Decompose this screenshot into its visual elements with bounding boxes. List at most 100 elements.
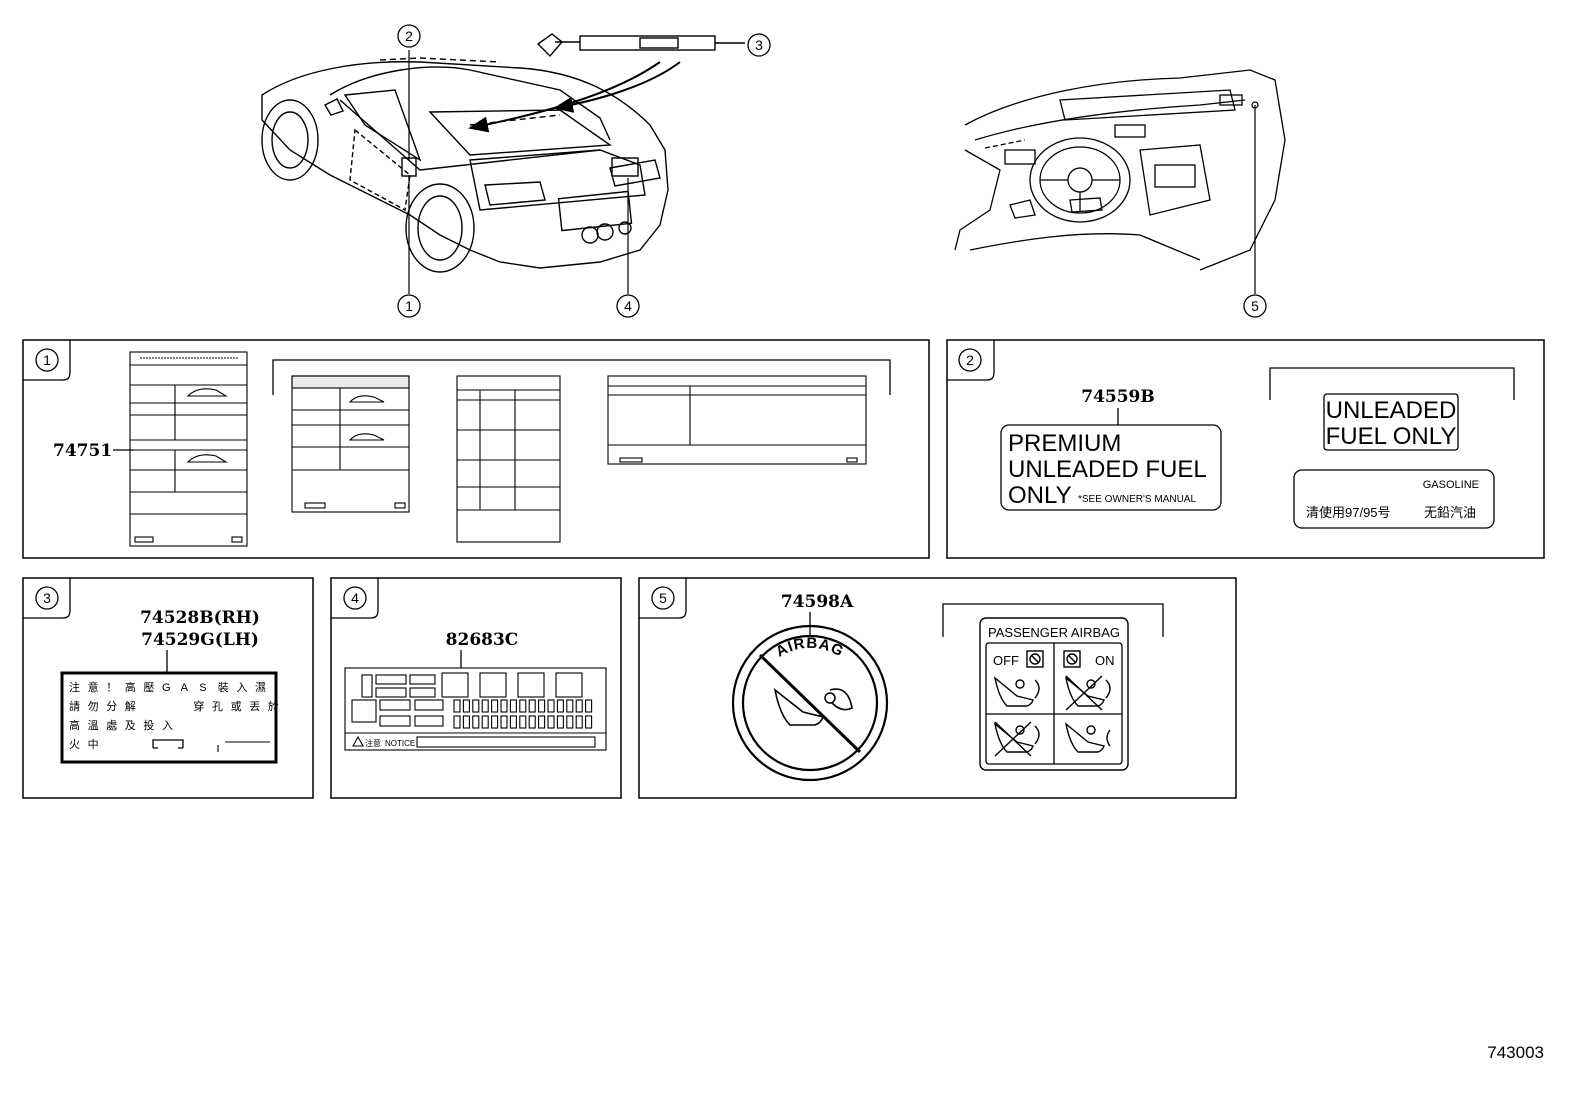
warning-char: 火 [69,739,80,751]
premium-line-2: UNLEADED FUEL [1008,456,1207,483]
fuse-slot [453,699,461,713]
svg-text:2: 2 [405,28,413,44]
figure-id: 743003 [1487,1043,1544,1062]
svg-text:4: 4 [624,298,632,314]
fuse-slot [500,699,508,713]
panel-2: 2 74559B PREMIUM UNLEADED FUEL ONLY *SEE… [946,339,1545,559]
warning-char: 分 [106,700,117,713]
fuse-slot [556,699,564,713]
warning-char: 及 [125,720,136,732]
unleaded-line-1: UNLEADED [1326,397,1457,424]
warning-char: 高 [125,680,136,694]
part-number-82683c: 82683C [446,630,519,650]
panel-4-callout: 4 [351,590,359,606]
warning-char: 入 [236,682,247,694]
fuse-slot [453,715,461,729]
tire-info-label-3 [456,375,561,543]
fuse-slot [575,699,583,713]
tire-info-label-2 [291,375,410,513]
fuse-slot [585,715,593,729]
warning-char: 處 [106,718,117,732]
tire-info-label-4 [607,375,867,465]
car-rear-view-drawing [261,57,669,273]
fuse-slot [519,715,527,729]
part-number-74559b: 74559B [1081,387,1155,407]
pointer-arrows [468,61,681,133]
fuse-slot [547,699,555,713]
airbag-seal-text: AIRBAG [773,635,847,661]
fuse-slot [547,715,555,729]
pax-off-text: OFF [993,653,1019,668]
unleaded-line-2: FUEL ONLY [1326,423,1457,450]
fuse-slot [519,699,527,713]
fuse-notice-label [344,667,607,751]
warning-char: ！ [106,682,117,694]
panel-1: 1 74751 [22,339,930,559]
panel-4: 4 82683C 注意 NOTICE [330,577,622,799]
callout-4: 4 [616,294,640,318]
warning-char: 裝 [218,681,229,694]
fuse-slot [538,699,546,713]
callout-5: 5 [1243,294,1267,318]
warning-char: 勿 [88,700,99,713]
warning-char: 高 [69,718,80,732]
fuse-slot [481,715,489,729]
callout-leaders-car [408,50,629,294]
notice-en-text: NOTICE [385,739,415,748]
warning-char: 溫 [88,718,99,732]
owners-manual-note: *SEE OWNER'S MANUAL [1078,494,1196,505]
panel-5: 5 74598A AIRBAG PASSENGER AIRBAG OFF ON [638,577,1237,799]
gasoline-header: GASOLINE [1423,479,1479,491]
fuse-slot [575,715,583,729]
fuse-slot [566,715,574,729]
warning-char: 孔 [212,700,223,713]
fuse-slot [566,699,574,713]
callout-3: 3 [747,33,771,57]
callout-1: 1 [397,294,421,318]
fuse-slot [491,699,499,713]
fuse-slot [481,699,489,713]
gasoline-left-text: 清使用97/95号 [1306,505,1391,520]
warning-char: 投 [143,718,154,732]
fuse-slot [528,699,536,713]
callout-2: 2 [397,24,421,48]
warning-char: 丟 [249,701,260,713]
warning-char: 於 [268,699,279,713]
unleaded-fuel-only-label: UNLEADED FUEL ONLY [1323,393,1459,451]
svg-text:3: 3 [755,37,763,53]
premium-line-3: ONLY [1008,482,1072,509]
warning-char: 或 [231,700,242,713]
callout-leaders-dash [1251,101,1259,294]
warning-char: A [181,682,189,694]
fuse-slot [509,715,517,729]
warning-char: 濕 [255,681,266,694]
svg-text:5: 5 [1251,298,1259,314]
fuse-slot [472,715,480,729]
warning-char: 請 [69,699,80,713]
warning-char: 入 [162,720,173,732]
warning-char: G [162,682,171,694]
part-number-74529g-lh: 74529G(LH) [141,630,259,650]
fuse-slot [585,699,593,713]
fuse-slot [472,699,480,713]
pax-on-text: ON [1095,653,1115,668]
warning-char: 意 [88,680,99,694]
premium-line-1: PREMIUM [1008,430,1121,457]
warning-char: 注 [69,680,80,694]
warning-char: 解 [125,699,136,713]
warning-char: S [199,682,206,694]
panel-2-callout: 2 [966,352,974,368]
fuse-slot [462,715,470,729]
panel-1-callout: 1 [43,352,51,368]
premium-unleaded-label: PREMIUM UNLEADED FUEL ONLY *SEE OWNER'S … [1000,424,1222,511]
notice-jp-text: 注意 [365,738,381,748]
tire-info-label-1 [129,351,248,547]
warning-char: 中 [88,738,99,751]
warning-char: 壓 [143,681,154,694]
panel-5-callout: 5 [659,590,667,606]
fuse-slot [556,715,564,729]
gas-strut-drawing [536,33,745,58]
